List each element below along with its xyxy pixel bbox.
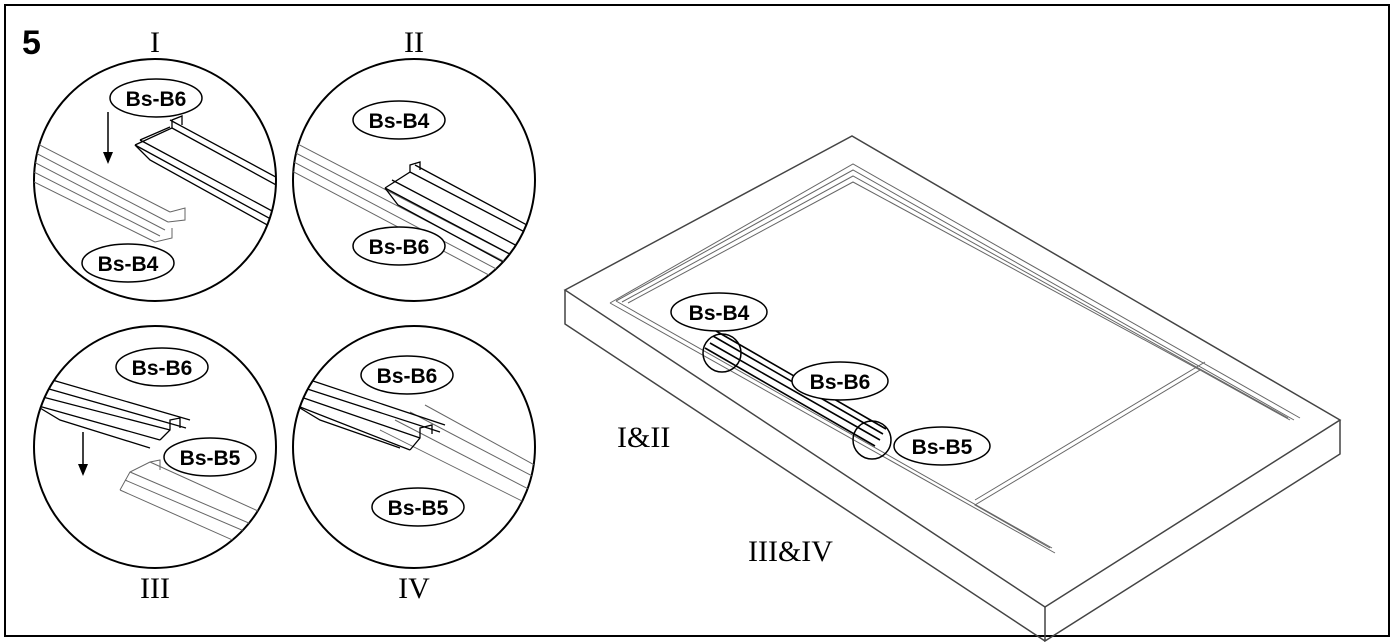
zoom-circle: [852, 420, 892, 460]
detail-view-4: IV Bs-B6 Bs-B5: [292, 325, 536, 605]
label-oval: [670, 292, 768, 332]
part-label-b6: Bs-B6: [132, 357, 193, 380]
reference-i-ii: I&II: [617, 421, 670, 454]
detail-view-1: I Bs-B6 Bs-B4: [33, 26, 277, 302]
label-oval: [360, 355, 454, 395]
part-label-b5: Bs-B5: [388, 497, 449, 520]
roman-label-3: III: [140, 572, 170, 605]
part-label-b5: Bs-B5: [180, 447, 241, 470]
diagram-frame: [4, 4, 1390, 637]
part-label-b4: Bs-B4: [98, 253, 159, 276]
label-oval: [81, 243, 175, 283]
roman-label-1: I: [150, 26, 160, 59]
overview-drawing: Bs-B4 Bs-B6 Bs-B5 I&II III&IV: [563, 135, 1342, 642]
label-oval: [109, 78, 203, 118]
part-label-b4: Bs-B4: [369, 110, 430, 133]
label-oval: [352, 100, 446, 140]
part-label-b6: Bs-B6: [369, 236, 430, 259]
detail-view-2: II Bs-B4 Bs-B6: [292, 26, 536, 302]
part-label-b6: Bs-B6: [377, 365, 438, 388]
roman-label-2: II: [404, 26, 424, 59]
label-oval: [371, 487, 465, 527]
zoom-circle: [702, 333, 742, 373]
overview-label-b4: Bs-B4: [689, 302, 750, 325]
label-oval: [115, 347, 209, 387]
label-oval: [791, 361, 889, 401]
label-oval: [893, 426, 991, 466]
label-oval: [352, 226, 446, 266]
overview-label-b6: Bs-B6: [810, 371, 871, 394]
part-label-b6: Bs-B6: [126, 88, 187, 111]
step-number: 5: [22, 24, 41, 62]
reference-iii-iv: III&IV: [748, 535, 833, 568]
roman-label-4: IV: [398, 572, 430, 605]
detail-view-3: III Bs-B6 Bs-B5: [33, 325, 277, 605]
label-oval: [163, 437, 257, 477]
overview-label-b5: Bs-B5: [912, 436, 973, 459]
